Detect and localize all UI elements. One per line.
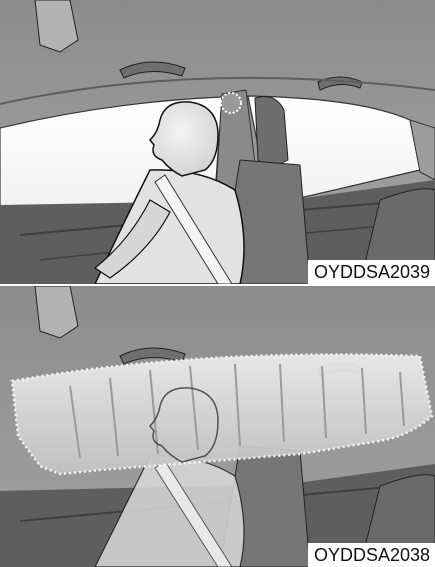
figure-code-label: OYDDSA2038 [308, 543, 435, 567]
illustration-airbag-deployed: OYDDSA2038 [0, 286, 435, 567]
illustration-airbag-stowed: OYDDSA2039 [0, 0, 435, 284]
car-interior-deployed-drawing [0, 286, 435, 567]
figure-code-label: OYDDSA2039 [308, 260, 435, 284]
car-interior-drawing [0, 0, 435, 284]
